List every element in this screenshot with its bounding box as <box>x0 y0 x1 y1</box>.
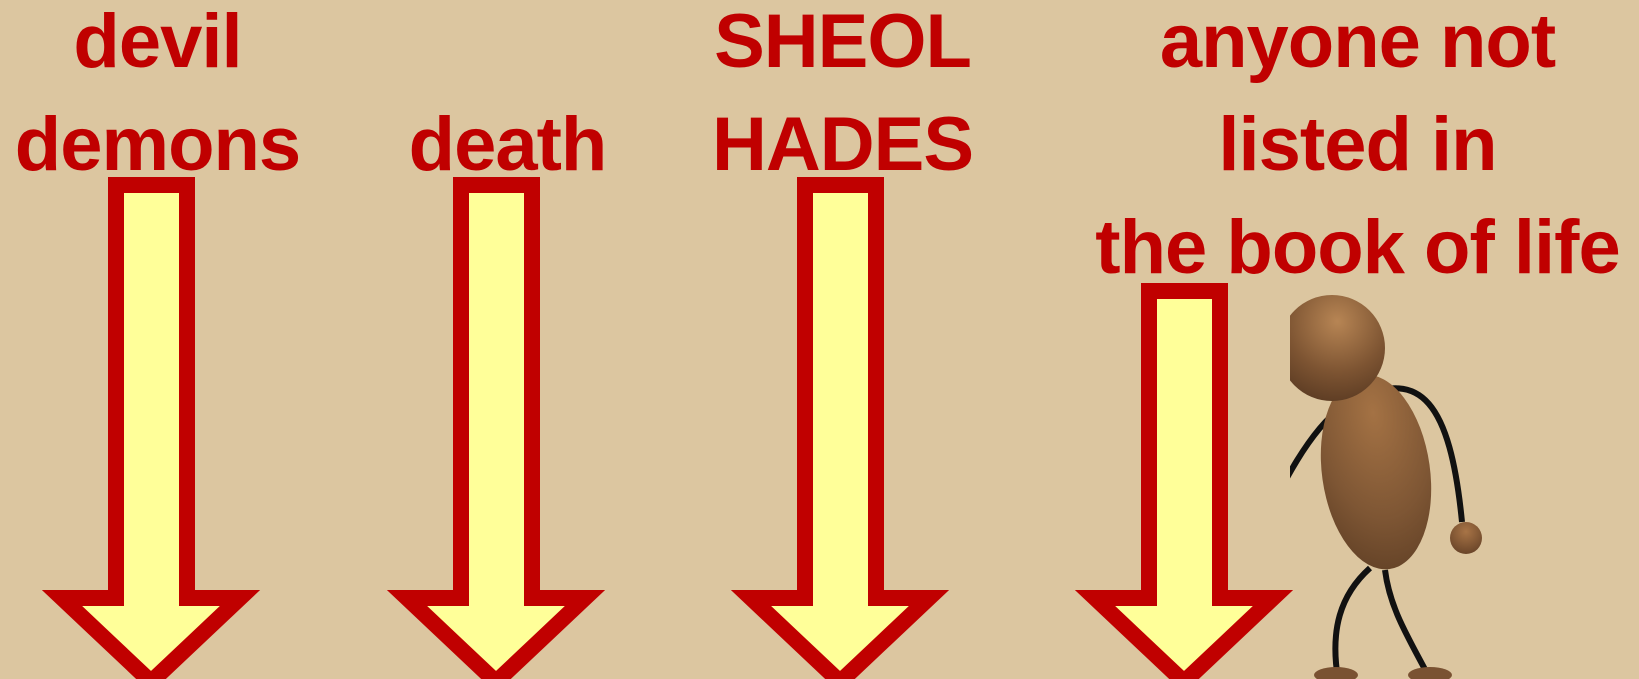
label-line: devil <box>73 0 242 84</box>
label-line: death <box>408 102 608 187</box>
label-line: HADES <box>711 102 974 187</box>
down-arrow-icon <box>1074 283 1294 679</box>
label-line: listed in <box>1218 102 1497 187</box>
down-arrow-icon <box>41 177 261 679</box>
label-not-in-book-of-life: anyone not listed in the book of life <box>1075 0 1639 299</box>
label-line: anyone not <box>1159 0 1556 84</box>
label-devil-demons: devil demons <box>0 0 315 196</box>
label-death: death <box>385 93 630 196</box>
label-line: SHEOL <box>714 0 972 84</box>
down-arrow-icon <box>386 177 606 679</box>
label-line: demons <box>14 102 301 187</box>
label-line: the book of life <box>1095 205 1620 290</box>
down-arrow-icon <box>730 177 950 679</box>
stick-figure-icon <box>1290 295 1482 679</box>
label-sheol-hades: SHEOL HADES <box>700 0 985 196</box>
